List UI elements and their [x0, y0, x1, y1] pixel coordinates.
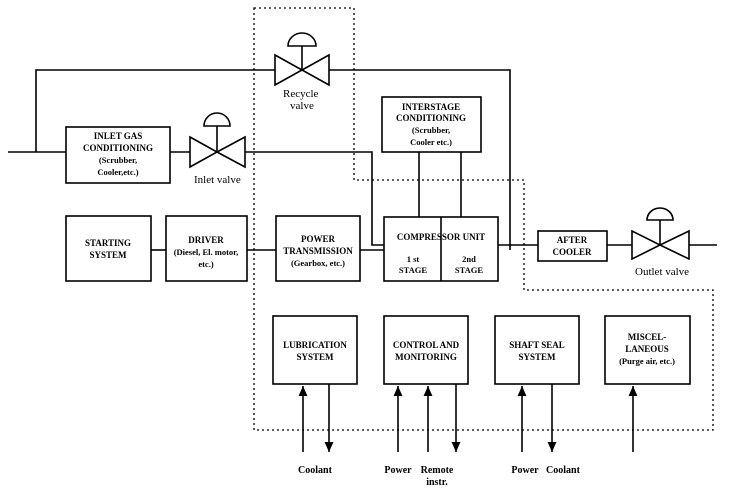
misc-title-2: LANEOUS — [625, 344, 669, 354]
control-title: CONTROL AND — [393, 340, 460, 350]
power-transmission-title-2: TRANSMISSION — [283, 246, 353, 256]
after-cooler-box[interactable]: AFTER COOLER — [537, 230, 608, 262]
starting-title: STARTING — [85, 238, 131, 248]
utility-arrows — [298, 384, 638, 452]
starting-system-box[interactable]: STARTING SYSTEM — [65, 215, 152, 282]
stage2-label-2: STAGE — [455, 265, 484, 275]
shaft-seal-title-2: SYSTEM — [518, 352, 556, 362]
outlet-valve[interactable] — [631, 207, 690, 261]
after-cooler-title-2: COOLER — [552, 247, 592, 257]
misc-note: (Purge air, etc.) — [619, 356, 675, 366]
inlet-gas-note-2: Cooler,etc.) — [97, 167, 138, 177]
control-title-2: MONITORING — [395, 352, 457, 362]
inlet-gas-title-2: CONDITIONING — [83, 143, 153, 153]
interstage-conditioning-box[interactable]: INTERSTAGE CONDITIONING (Scrubber, Coole… — [381, 96, 482, 153]
driver-box[interactable]: DRIVER (Diesel, El. motor, etc.) — [165, 215, 248, 282]
recycle-valve[interactable] — [274, 32, 330, 87]
coolant-label-lubrication: Coolant — [298, 465, 333, 476]
power-transmission-title: POWER — [301, 234, 336, 244]
after-cooler-title: AFTER — [557, 235, 588, 245]
package-boundary — [253, 7, 714, 431]
remote-label-2: instr. — [426, 477, 448, 488]
power-transmission-note: (Gearbox, etc.) — [291, 258, 345, 268]
remote-label: Remote — [421, 465, 454, 476]
interstage-note-2: Cooler etc.) — [410, 137, 452, 147]
stage1-label: 1 st — [407, 254, 420, 264]
inlet-gas-conditioning-box[interactable]: INLET GAS CONDITIONING (Scrubber, Cooler… — [65, 126, 171, 184]
interstage-note: (Scrubber, — [412, 125, 450, 135]
interstage-title-2: CONDITIONING — [396, 113, 466, 123]
power-transmission-box[interactable]: POWER TRANSMISSION (Gearbox, etc.) — [275, 215, 361, 282]
process-piping — [8, 69, 717, 251]
inlet-valve[interactable] — [189, 112, 246, 169]
compressor-title: COMPRESSOR UNIT — [397, 232, 485, 242]
inlet-valve-label: Inlet valve — [194, 174, 241, 186]
starting-title-2: SYSTEM — [89, 250, 127, 260]
recycle-valve-label: Recycle — [283, 88, 319, 100]
misc-title: MISCEL- — [628, 332, 667, 342]
inlet-gas-title: INLET GAS — [94, 131, 143, 141]
lubrication-title: LUBRICATION — [283, 340, 347, 350]
shaft-seal-system-box[interactable]: SHAFT SEAL SYSTEM — [494, 315, 580, 385]
inlet-gas-note: (Scrubber, — [99, 155, 137, 165]
compressor-unit-box[interactable]: COMPRESSOR UNIT 1 st STAGE 2nd STAGE — [383, 216, 499, 282]
recycle-valve-label-2: valve — [290, 100, 314, 112]
stage1-label-2: STAGE — [399, 265, 428, 275]
driver-note: (Diesel, El. motor, — [174, 247, 239, 257]
lubrication-system-box[interactable]: LUBRICATION SYSTEM — [272, 315, 358, 385]
driver-note-2: etc.) — [198, 259, 214, 269]
interstage-title: INTERSTAGE — [402, 102, 460, 112]
control-monitoring-box[interactable]: CONTROL AND MONITORING — [383, 315, 469, 385]
power-label-control: Power — [384, 465, 412, 476]
outlet-valve-label: Outlet valve — [635, 266, 689, 278]
driver-title: DRIVER — [188, 235, 224, 245]
power-label-shaft-seal: Power — [511, 465, 539, 476]
coolant-label-shaft-seal: Coolant — [546, 465, 581, 476]
stage2-label: 2nd — [462, 254, 476, 264]
miscellaneous-box[interactable]: MISCEL- LANEOUS (Purge air, etc.) — [604, 315, 691, 385]
shaft-seal-title: SHAFT SEAL — [509, 340, 565, 350]
lubrication-title-2: SYSTEM — [296, 352, 334, 362]
